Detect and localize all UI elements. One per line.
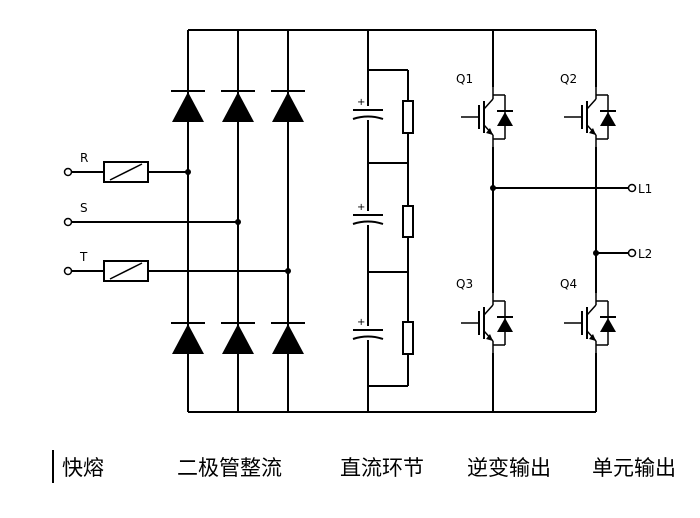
caption-unit-output: 单元输出: [592, 456, 676, 480]
diode-upper-1: [170, 90, 206, 123]
caption-inverter: 逆变输出: [467, 456, 551, 480]
caption-rectifier: 二极管整流: [177, 456, 282, 480]
fuse-t: [103, 260, 149, 282]
resistor-2: [402, 205, 414, 238]
label-s: S: [80, 201, 88, 215]
diode-upper-3: [270, 90, 306, 123]
diode-lower-2: [220, 322, 256, 355]
terminal-s: [63, 217, 73, 227]
label-q4: Q4: [560, 277, 577, 291]
diode-lower-3: [270, 322, 306, 355]
label-q1: Q1: [456, 72, 473, 86]
label-q2: Q2: [560, 72, 577, 86]
caption-dc-link: 直流环节: [340, 456, 424, 480]
terminal-t: [63, 266, 73, 276]
terminal-r: [63, 167, 73, 177]
label-l2: L2: [638, 247, 652, 261]
label-t: T: [79, 250, 88, 264]
caption-fuse: 快熔: [62, 456, 104, 480]
resistor-3: [402, 321, 414, 355]
label-q3: Q3: [456, 277, 473, 291]
label-r: R: [80, 151, 88, 165]
diode-upper-2: [220, 90, 256, 123]
diode-lower-1: [170, 322, 206, 355]
resistor-1: [402, 100, 414, 134]
terminal-l1: [627, 183, 637, 193]
terminal-l2: [627, 248, 637, 258]
label-l1: L1: [638, 182, 652, 196]
fuse-r: [103, 161, 149, 183]
